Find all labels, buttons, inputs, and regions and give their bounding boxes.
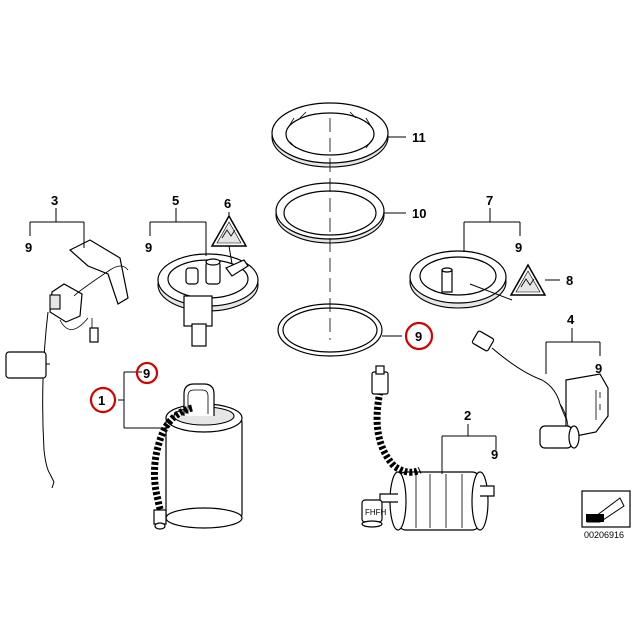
part-5-flange[interactable] [157, 253, 259, 347]
highlight-circle-9-pump [135, 361, 159, 385]
filter-marking: FHFH [365, 508, 387, 517]
part-11-lock-ring[interactable] [271, 102, 389, 168]
part-2-fuel-filter[interactable]: FHFH [361, 365, 495, 531]
callout-8: 8 [566, 273, 573, 288]
callout-4: 4 [567, 312, 575, 327]
callout-10: 10 [412, 206, 426, 221]
orientation-arrow-icon [581, 490, 631, 528]
callout-9-flange-left: 9 [145, 240, 152, 255]
leader-lines [29, 136, 601, 474]
highlight-circle-9-o-ring [404, 321, 434, 351]
callout-2: 2 [464, 408, 471, 423]
callout-9-harness: 9 [595, 361, 602, 376]
callouts: 11 10 9 3 9 5 9 6 7 9 8 4 9 9 1 2 9 [25, 130, 602, 462]
highlight-markers [89, 321, 434, 414]
part-10-seal-ring[interactable] [275, 182, 385, 244]
callout-6: 6 [224, 196, 231, 211]
callout-9-level-sensor: 9 [25, 240, 32, 255]
part-3-level-sensor[interactable] [5, 239, 129, 489]
part-7-flange[interactable] [409, 250, 513, 309]
part-4-wiring-harness[interactable] [471, 330, 609, 449]
callout-7: 7 [486, 193, 493, 208]
callout-9-o-ring: 9 [415, 329, 422, 344]
highlight-circle-1 [89, 386, 117, 414]
callout-9-pump: 9 [143, 366, 150, 381]
diagram-id: 00206916 [584, 530, 624, 540]
callout-3: 3 [51, 193, 58, 208]
warning-triangle-icon [210, 214, 248, 247]
callout-11: 11 [412, 130, 426, 145]
callout-1: 1 [98, 393, 105, 408]
warning-triangle-icon [509, 263, 547, 296]
callout-5: 5 [172, 193, 179, 208]
callout-9-filter: 9 [491, 447, 498, 462]
callout-9-flange-right: 9 [515, 240, 522, 255]
part-1-fuel-pump[interactable] [151, 383, 243, 530]
